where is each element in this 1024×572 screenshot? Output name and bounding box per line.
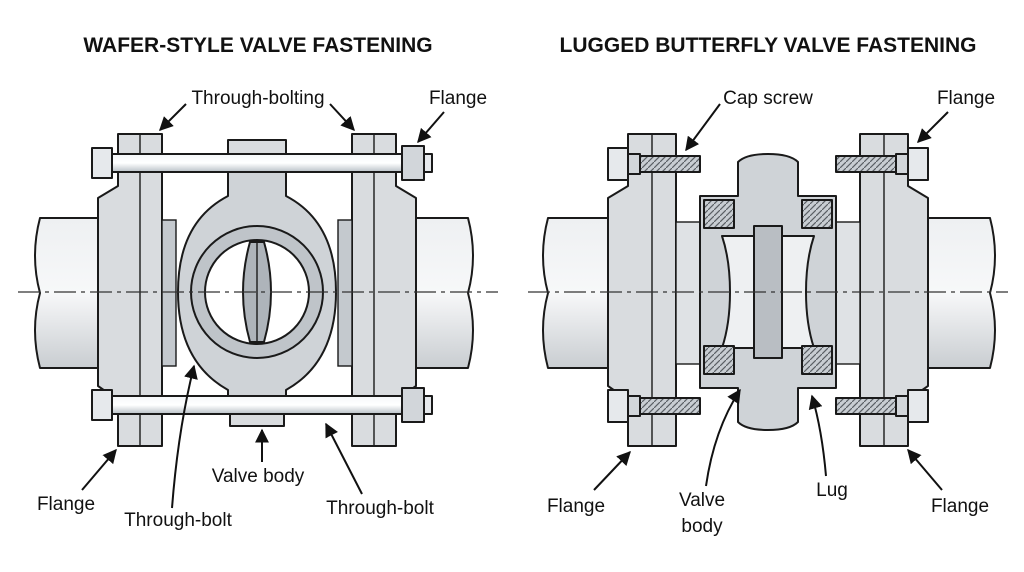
- lugged-title: LUGGED BUTTERFLY VALVE FASTENING: [560, 34, 977, 57]
- lugged-label-cap-screw: Cap screw: [723, 88, 813, 109]
- lugged-label-valve-body-line2: body: [681, 516, 723, 537]
- wafer-label-valve-body: Valve body: [212, 466, 305, 487]
- lugged-leader-flange-bottom-right: [907, 448, 943, 491]
- lugged-leader-cap-screw: [685, 103, 721, 152]
- wafer-leader-through-bolt-left: [171, 364, 198, 509]
- lugged-panel: LUGGED BUTTERFLY VALVE FASTENING: [528, 34, 1008, 537]
- wafer-label-flange-bottom: Flange: [37, 494, 95, 515]
- lugged-leader-valve-body: [705, 388, 741, 487]
- lugged-label-valve-body-line1: Valve: [679, 490, 725, 511]
- wafer-label-through-bolt-right: Through-bolt: [326, 498, 434, 519]
- lugged-lug-thread-bottom-right: [801, 345, 833, 375]
- lugged-cap-screw-bottom-left: [639, 397, 701, 415]
- wafer-top-bolt-rod: [111, 153, 403, 173]
- wafer-leader-through-bolt-right: [325, 422, 363, 495]
- lugged-label-lug: Lug: [816, 480, 848, 501]
- lugged-cap-screw-bottom-right: [835, 397, 897, 415]
- lugged-cap-screw-top-right: [835, 155, 897, 173]
- wafer-label-through-bolting: Through-bolting: [191, 88, 324, 109]
- lugged-lug-thread-top-right: [801, 199, 833, 229]
- wafer-leader-flange-bottom: [81, 448, 117, 491]
- wafer-right-flange: [351, 133, 417, 447]
- lugged-lug-thread-bottom-left: [703, 345, 735, 375]
- wafer-label-flange-top: Flange: [429, 88, 487, 109]
- lugged-leader-flange-bottom-left: [593, 450, 631, 491]
- lugged-label-flange-bottom-left: Flange: [547, 496, 605, 517]
- lugged-label-flange-top: Flange: [937, 88, 995, 109]
- wafer-leader-through-bolting-right: [329, 103, 355, 132]
- wafer-label-through-bolt-left: Through-bolt: [124, 510, 232, 531]
- wafer-bottom-bolt-rod: [111, 395, 403, 415]
- wafer-title: WAFER-STYLE VALVE FASTENING: [83, 34, 432, 57]
- lugged-cap-screw-top-left: [639, 155, 701, 173]
- lugged-label-flange-bottom-right: Flange: [931, 496, 989, 517]
- wafer-leader-through-bolting-left: [159, 103, 187, 131]
- lugged-leader-flange-top: [917, 111, 949, 143]
- wafer-top-bolt-head: [91, 147, 113, 179]
- wafer-panel: WAFER-STYLE VALVE FASTENING: [18, 34, 498, 531]
- wafer-leader-flange-top: [417, 111, 445, 144]
- wafer-bottom-bolt-head: [91, 389, 113, 421]
- lugged-leader-lug: [808, 394, 827, 477]
- lugged-lug-thread-top-left: [703, 199, 735, 229]
